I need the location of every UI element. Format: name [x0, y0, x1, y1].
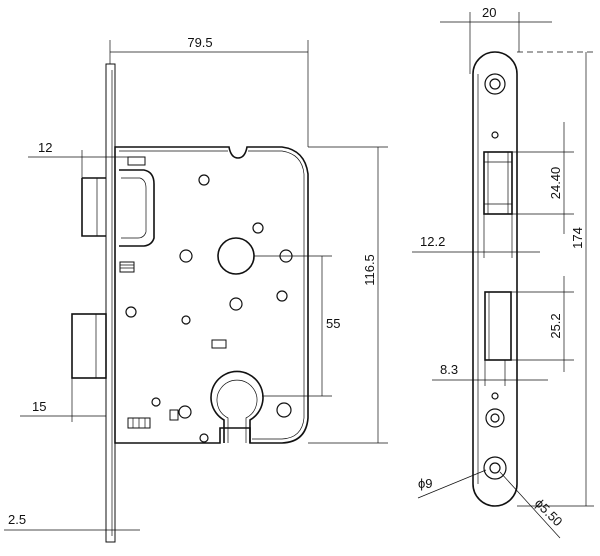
- dim-20-text: 20: [482, 5, 496, 20]
- hole-11: [276, 402, 292, 418]
- hole-8: [181, 315, 191, 325]
- hole-10: [178, 405, 192, 419]
- hole-9: [151, 397, 161, 407]
- hole-6: [276, 290, 288, 302]
- spring-block: [119, 261, 135, 273]
- cylinder-cutout-inner: [216, 379, 258, 443]
- dim-12-2-text: 12.2: [420, 234, 445, 249]
- latch-slot-detail: [484, 152, 512, 214]
- top-screw-hole-inner: [489, 78, 501, 90]
- dim-8-3-text: 8.3: [440, 362, 458, 377]
- dim-24-40-text: 24.40: [548, 167, 563, 200]
- lock-case-outline: [114, 146, 309, 444]
- hole-7: [125, 306, 137, 318]
- cylinder-cutout: [210, 370, 264, 443]
- lower-pin-hole: [491, 392, 499, 400]
- dim-25-2-text: 25.2: [548, 313, 563, 338]
- spindle-hub: [217, 237, 255, 275]
- hole-5: [229, 297, 243, 311]
- latch-tab: [127, 156, 146, 166]
- dim-phi-5-50-leader: [499, 471, 561, 539]
- dim-2-5-text: 2.5: [8, 512, 26, 527]
- bottom-screw-hole-inner: [489, 462, 501, 474]
- dim-phi-9-text: ϕ9: [418, 476, 433, 491]
- lower-screw-hole-inner: [490, 413, 500, 423]
- latch-slot: [483, 151, 513, 215]
- top-pin-hole: [491, 131, 499, 139]
- dim-55-text: 55: [326, 316, 340, 331]
- lock-case-inner-outline: [119, 150, 305, 440]
- dim-79-5-text: 79.5: [187, 35, 212, 50]
- dim-15-text: 15: [32, 399, 46, 414]
- dim-116-5-text: 116.5: [362, 254, 377, 286]
- forend-plate: [105, 63, 116, 543]
- hole-1: [198, 174, 210, 186]
- slot-bottom-2-detail: [132, 418, 146, 428]
- hole-2: [252, 222, 264, 234]
- dim-phi-9-leader: [417, 469, 487, 499]
- slot-small: [211, 339, 227, 349]
- dim-174-text: 174: [570, 227, 585, 249]
- latch-bolt: [81, 177, 106, 237]
- hole-12: [199, 433, 209, 443]
- spring-block-detail: [120, 264, 134, 269]
- latch-tongue: [119, 169, 155, 247]
- hole-3: [179, 249, 193, 263]
- faceplate-outline: [472, 51, 518, 507]
- dead-bolt: [71, 313, 107, 379]
- dim-12-text: 12: [38, 140, 52, 155]
- latch-tongue-inner: [121, 177, 147, 239]
- slot-bottom-1: [169, 409, 179, 421]
- deadbolt-slot: [484, 291, 512, 361]
